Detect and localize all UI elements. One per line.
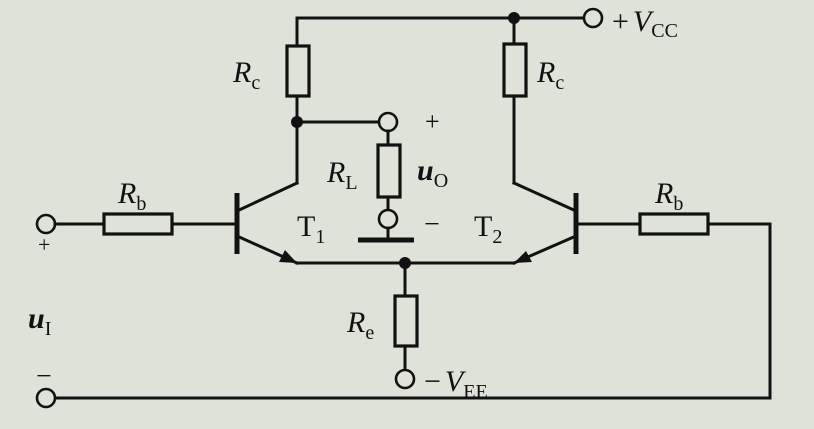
re-resistor [393, 294, 419, 348]
rl-label: RL [326, 156, 358, 194]
rb-left-resistor [102, 212, 174, 236]
rc-left-resistor [285, 44, 311, 98]
t1-collector [235, 181, 299, 213]
re-label: Re [346, 306, 374, 344]
t2-emitter-arrow [514, 251, 532, 263]
ui-minus-terminal [35, 387, 57, 409]
t2-collector [512, 181, 578, 213]
uo-plus-terminal [377, 111, 399, 133]
uo-minus-terminal [377, 208, 399, 230]
rb-right-return-wire [53, 222, 772, 400]
t2-label: T2 [474, 210, 502, 248]
vee-label: −VEE [424, 365, 488, 403]
uo-plus-label: + [425, 107, 440, 136]
rc-right-resistor [502, 42, 528, 98]
vcc-label: +VCC [612, 5, 678, 42]
vee-terminal [394, 368, 416, 390]
rl-resistor [376, 143, 402, 199]
vcc-terminal [582, 7, 604, 29]
ui-label: uI [28, 302, 51, 340]
ui-plus-terminal [35, 213, 57, 235]
rb-right-label: Rb [654, 177, 683, 215]
t1-label: T1 [297, 210, 325, 248]
rb-left-label: Rb [117, 177, 146, 215]
uo-minus-label: − [424, 209, 440, 240]
ui-minus-label: − [36, 361, 52, 392]
t1-emitter-arrow [279, 250, 297, 263]
uo-label: uO [417, 154, 448, 192]
rc-left-label: Rc [232, 56, 260, 94]
ui-plus-label: + [38, 232, 50, 257]
rb-right-resistor [638, 212, 710, 236]
rc-right-label: Rc [536, 56, 564, 94]
